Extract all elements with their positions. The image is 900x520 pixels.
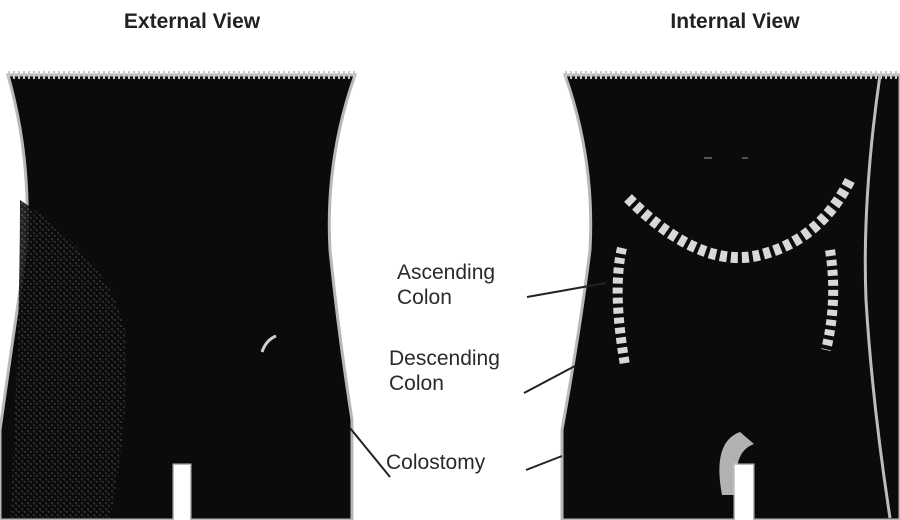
ascending-colon-label-line1: Ascending <box>397 260 495 285</box>
internal-torso <box>562 75 900 520</box>
descending-colon-leader <box>524 366 575 393</box>
ascending-colon-label-line2: Colon <box>397 285 495 310</box>
colostomy-label: Colostomy <box>386 450 485 475</box>
descending-colon-label: Descending Colon <box>389 346 500 396</box>
ascending-colon-label: Ascending Colon <box>397 260 495 310</box>
descending-colon-label-line1: Descending <box>389 346 500 371</box>
external-leg-gap <box>174 465 190 520</box>
colostomy-leader-left <box>350 428 390 477</box>
colostomy-leader-right <box>526 456 562 470</box>
descending-colon-label-line2: Colon <box>389 371 500 396</box>
internal-leg-gap <box>735 465 753 520</box>
external-torso <box>0 75 355 520</box>
